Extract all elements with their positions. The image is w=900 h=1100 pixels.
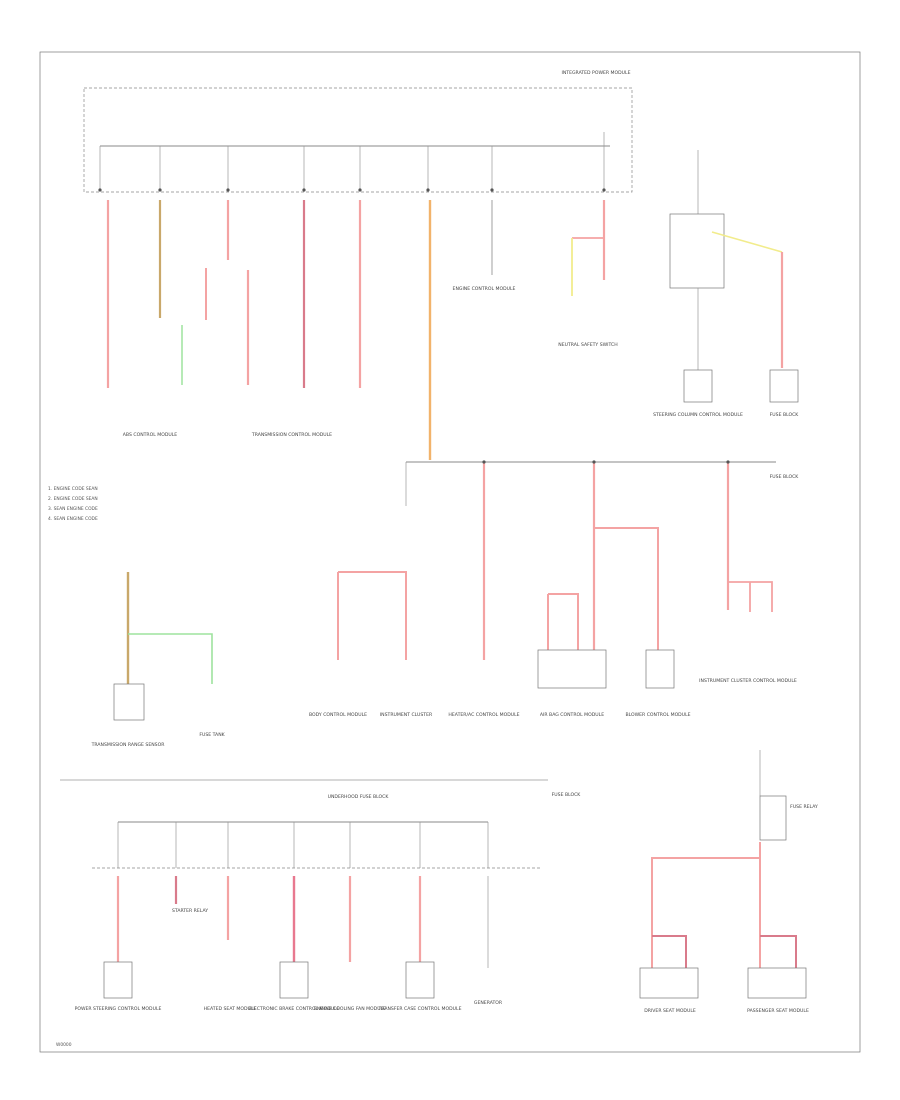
caption-engine-cooling: ENGINE COOLING FAN MODULE: [314, 1006, 386, 1012]
caption-neutral-safety: NEUTRAL SAFETY SWITCH: [558, 342, 617, 348]
caption-pass-seat: PASSENGER SEAT MODULE: [747, 1008, 809, 1014]
top-fuse-box-outline: [83, 87, 633, 193]
caption-instrument: INSTRUMENT CLUSTER: [380, 712, 433, 718]
relay-box: [669, 213, 725, 289]
legend-3: 3. SEAN ENGINE CODE: [48, 506, 98, 512]
legend-2: 2. ENGINE CODE SEAN: [48, 496, 98, 502]
caption-generator: GENERATOR: [474, 1000, 503, 1006]
caption-fuse-relay: FUSE RELAY: [790, 804, 818, 810]
fuse-relay-box: [759, 795, 787, 841]
caption-fuse-panel-mid: FUSE BLOCK: [770, 474, 800, 480]
caption-electronic-brake: ELECTRONIC BRAKE CONTROL MODULE: [248, 1006, 339, 1012]
caption-fuse-panel-lower: FUSE BLOCK: [552, 792, 582, 798]
caption-lower-fuse-box: UNDERHOOD FUSE BLOCK: [328, 794, 390, 800]
mid-bus: FUSE BLOCK: [337, 460, 800, 689]
diagram-border: [39, 51, 861, 1053]
legend-4: 4. SEAN ENGINE CODE: [48, 516, 98, 522]
lower-right-seats: FUSE RELAY DRIVER SEAT MODULE PASSENGER …: [639, 750, 818, 1014]
caption-power-steering: POWER STEERING CONTROL MODULE: [75, 1006, 162, 1012]
caption-start-relay: STARTER RELAY: [172, 908, 208, 914]
top-fuse-box-caption: INTEGRATED POWER MODULE: [562, 70, 631, 76]
lower-fuse-box: UNDERHOOD FUSE BLOCK FUSE BLOCK STARTER …: [75, 792, 582, 1012]
legend: 1. ENGINE CODE SEAN 2. ENGINE CODE SEAN …: [48, 486, 98, 522]
caption-driver-seat: DRIVER SEAT MODULE: [644, 1008, 696, 1014]
caption-transfer-case: TRANSFER CASE CONTROL MODULE: [378, 1006, 462, 1012]
top-wires: [106, 200, 606, 460]
page-id: W0000: [56, 1042, 72, 1048]
top-fuse-box: INTEGRATED POWER MODULE: [83, 70, 633, 193]
caption-steering-control: STEERING COLUMN CONTROL MODULE: [653, 412, 743, 418]
caption-blower-control: BLOWER CONTROL MODULE: [625, 712, 690, 718]
caption-trans-range: TRANSMISSION RANGE SENSOR: [91, 742, 166, 748]
right-relay: STEERING COLUMN CONTROL MODULE FUSE BLOC…: [653, 150, 799, 418]
caption-transmission: TRANSMISSION CONTROL MODULE: [251, 432, 332, 438]
caption-heated-seat: HEATED SEAT MODULE: [204, 1006, 257, 1012]
caption-control-module-a: AIR BAG CONTROL MODULE: [540, 712, 604, 718]
caption-engine-control: ENGINE CONTROL MODULE: [453, 286, 516, 292]
legend-1: 1. ENGINE CODE SEAN: [48, 486, 98, 492]
caption-ebcm: ABS CONTROL MODULE: [123, 432, 178, 438]
caption-bcm: BODY CONTROL MODULE: [309, 712, 367, 718]
caption-fuse-tank: FUSE TANK: [199, 732, 225, 738]
left-middle-group: TRANSMISSION RANGE SENSOR FUSE TANK: [91, 572, 226, 748]
caption-fuse-panel-right: FUSE BLOCK: [770, 412, 800, 418]
caption-hvac: HEATER/AC CONTROL MODULE: [448, 712, 519, 718]
caption-instrument-cluster-ctrl: INSTRUMENT CLUSTER CONTROL MODULE: [699, 678, 797, 684]
